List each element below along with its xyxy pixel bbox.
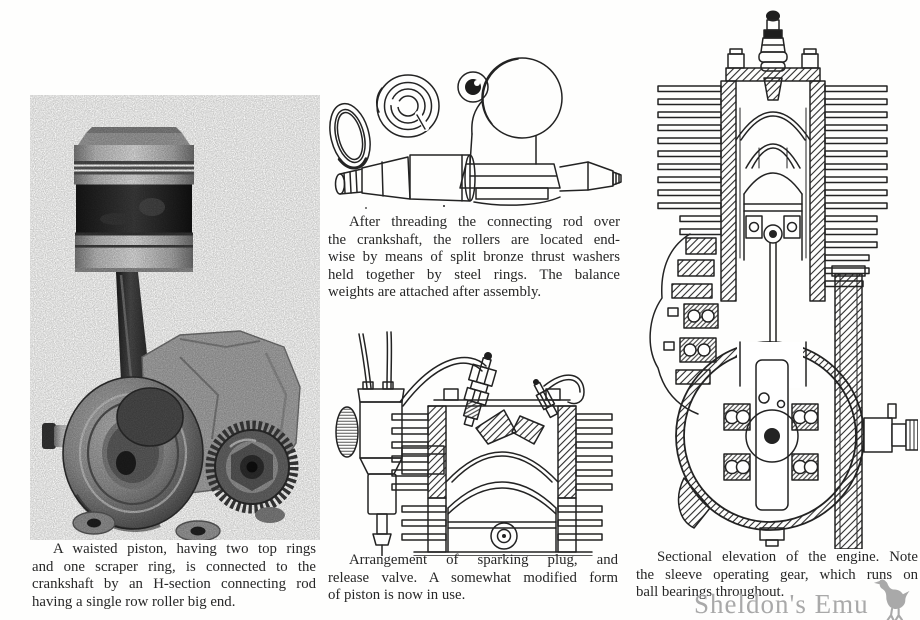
caption-line: crankshaft by an H-section connecting ro… xyxy=(32,576,316,592)
sparking-plug-illustration xyxy=(335,331,613,556)
conrod-drawing-illustration xyxy=(329,57,622,209)
caption-line: wise by means of split bronze thrust was… xyxy=(328,249,620,265)
caption-line: ball bearings throughout. xyxy=(636,584,785,600)
caption-line: having a single row roller big end. xyxy=(32,593,236,610)
caption-conrod-drawing: After threading the connecting rod over … xyxy=(328,214,620,302)
caption-line: Arrangement of sparking plug, and xyxy=(349,552,618,568)
figure-sparking-plug-drawing xyxy=(318,330,620,556)
caption-line: of piston is now in use. xyxy=(328,587,466,603)
caption-line: A waisted piston, having two top rings xyxy=(53,541,316,557)
engine-section-illustration xyxy=(649,10,918,549)
caption-line: and one scraper ring, is connected to th… xyxy=(32,558,316,575)
caption-line: held together by steel rings. The balanc… xyxy=(328,266,620,283)
caption-line: After threading the connecting rod over xyxy=(349,214,620,230)
caption-line: release valve. A somewhat modified form xyxy=(328,569,618,586)
figure-conrod-drawing xyxy=(322,40,622,212)
figure-piston-photo xyxy=(30,95,320,540)
piston-photo-illustration xyxy=(30,95,320,540)
caption-line: Sectional elevation of the engine. Note xyxy=(657,549,918,565)
caption-piston-photo: A waisted piston, having two top rings a… xyxy=(32,541,316,611)
caption-line: the crankshaft, the rollers are located … xyxy=(328,231,620,248)
figure-engine-section-drawing xyxy=(628,8,918,549)
caption-line: weights are attached after assembly. xyxy=(328,284,542,300)
caption-engine-section: Sectional elevation of the engine. Note … xyxy=(636,549,918,602)
caption-line: the sleeve operating gear, which runs on xyxy=(636,566,918,583)
caption-sparking-plug: Arrangement of sparking plug, and releas… xyxy=(328,552,618,605)
